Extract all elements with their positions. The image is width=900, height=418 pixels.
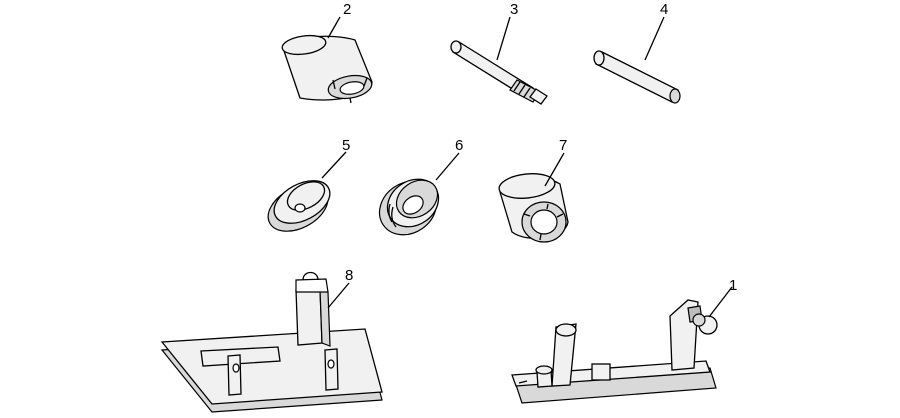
callout-1: 1 bbox=[729, 277, 737, 294]
callout-5: 5 bbox=[342, 137, 350, 154]
slotted-ring-nut-socket-icon bbox=[498, 152, 569, 243]
callout-6: 6 bbox=[455, 137, 463, 154]
support-base-fixture-icon bbox=[160, 271, 383, 413]
engine-stand-fixture-icon bbox=[511, 286, 733, 404]
installer-disc-icon bbox=[267, 151, 347, 232]
callout-7: 7 bbox=[559, 137, 567, 154]
grooved-installer-disc-icon bbox=[378, 152, 460, 236]
callout-4: 4 bbox=[660, 1, 668, 18]
callout-3: 3 bbox=[510, 1, 518, 18]
callout-2: 2 bbox=[343, 1, 351, 18]
threaded-drift-rod-icon bbox=[450, 16, 548, 105]
slotted-socket-wrench-icon bbox=[281, 16, 373, 104]
pin-punch-icon bbox=[593, 16, 681, 104]
callout-8: 8 bbox=[345, 267, 353, 284]
